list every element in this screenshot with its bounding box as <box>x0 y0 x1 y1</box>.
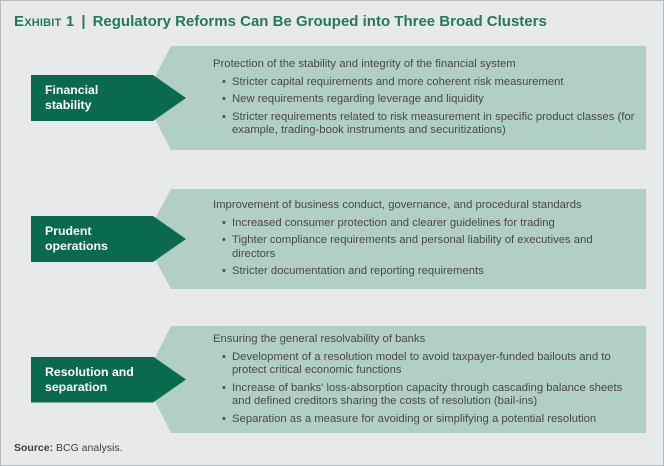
bullet-marker-icon: • <box>222 216 226 229</box>
cluster-content-box: Improvement of business conduct, governa… <box>144 189 646 289</box>
exhibit-title: Exhibit 1 | Regulatory Reforms Can Be Grou… <box>14 13 653 30</box>
cluster-label-text: Prudent operations <box>45 224 108 253</box>
title-separator: | <box>81 13 86 30</box>
cluster-label-text: Financial stability <box>45 83 99 112</box>
bullet-item: • Development of a resolution model to a… <box>222 351 636 378</box>
bullet-marker-icon: • <box>222 381 226 394</box>
cluster-row-prudent-operations: Improvement of business conduct, governa… <box>1 189 663 289</box>
bullet-item: • New requirements regarding leverage an… <box>222 93 636 107</box>
source-note: Source: BCG analysis. <box>14 442 123 454</box>
bullet-text: Tighter compliance requirements and pers… <box>232 234 593 260</box>
bullet-marker-icon: • <box>222 110 226 123</box>
cluster-label-arrow-resolution-separation: Resolution and separation <box>31 356 186 403</box>
bullet-item: • Stricter documentation and reporting r… <box>222 265 636 279</box>
bullet-text: Increased consumer protection and cleare… <box>232 216 555 229</box>
bullet-text: Increase of banks' loss-absorption capac… <box>232 381 623 408</box>
cluster-content-box: Protection of the stability and integrit… <box>144 46 646 150</box>
cluster-label-arrow-financial-stability: Financial stability <box>31 75 186 121</box>
bullet-item: • Tighter compliance requirements and pe… <box>222 234 636 261</box>
bullet-item: • Stricter requirements related to risk … <box>222 111 636 138</box>
bullet-marker-icon: • <box>222 93 226 106</box>
bullet-marker-icon: • <box>222 265 226 278</box>
bullet-marker-icon: • <box>222 75 226 88</box>
bullet-text: Stricter capital requirements and more c… <box>232 75 564 88</box>
bullet-marker-icon: • <box>222 350 226 363</box>
cluster-row-financial-stability: Protection of the stability and integrit… <box>1 46 663 150</box>
source-text: BCG analysis. <box>53 442 123 454</box>
bullet-text: Development of a resolution model to avo… <box>232 350 611 377</box>
content-heading: Ensuring the general resolvability of ba… <box>213 333 426 345</box>
cluster-label-text: Resolution and separation <box>45 364 134 394</box>
bullet-marker-icon: • <box>222 412 226 425</box>
content-heading: Improvement of business conduct, governa… <box>213 199 582 212</box>
cluster-content-box: Ensuring the general resolvability of ba… <box>144 326 646 433</box>
exhibit-number-label: Exhibit 1 <box>14 13 75 30</box>
bullet-text: Stricter requirements related to risk me… <box>232 110 635 137</box>
content-heading: Protection of the stability and integrit… <box>213 58 516 71</box>
bullet-text: Stricter documentation and reporting req… <box>232 265 484 278</box>
bullet-text: Separation as a measure for avoiding or … <box>232 412 597 425</box>
source-label: Source: <box>14 442 54 454</box>
bullet-item: • Stricter capital requirements and more… <box>222 76 636 90</box>
cluster-label-arrow-prudent-operations: Prudent operations <box>31 216 186 262</box>
bullet-text: New requirements regarding leverage and … <box>232 93 484 106</box>
bullet-item: • Separation as a measure for avoiding o… <box>222 413 636 427</box>
cluster-row-resolution-separation: Ensuring the general resolvability of ba… <box>1 326 663 433</box>
bullet-marker-icon: • <box>222 234 226 247</box>
bullet-item: • Increased consumer protection and clea… <box>222 217 636 231</box>
exhibit-title-text: Regulatory Reforms Can Be Grouped into T… <box>92 13 547 30</box>
bullet-item: • Increase of banks' loss-absorption cap… <box>222 382 636 409</box>
